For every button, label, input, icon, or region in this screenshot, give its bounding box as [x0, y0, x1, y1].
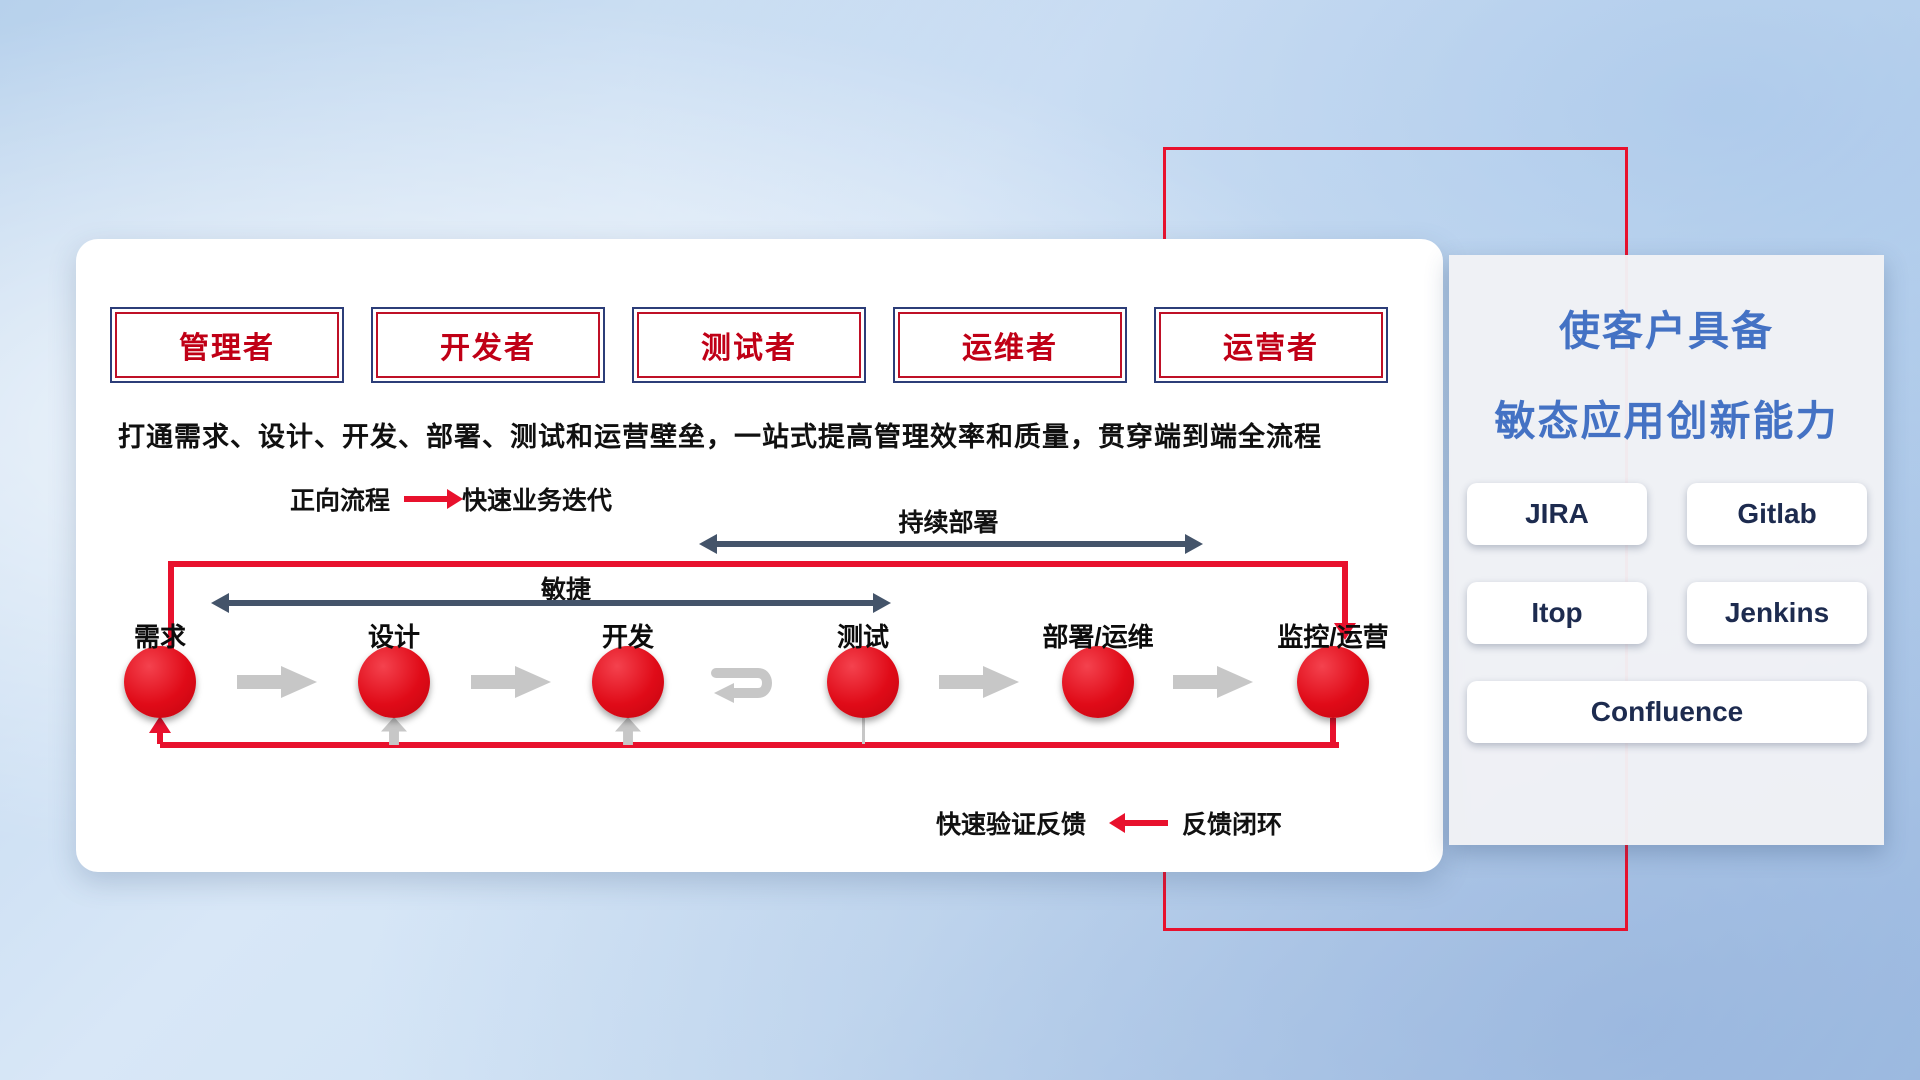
forward-flow-legend-desc: 快速业务迭代	[462, 487, 613, 515]
node-label-develop: 开发	[601, 622, 654, 652]
feedback-legend-desc: 快速验证反馈	[936, 811, 1087, 839]
node-circle-requirements	[124, 646, 196, 718]
test-feedback-line	[862, 718, 865, 744]
role-label: 测试者	[701, 332, 797, 365]
role-boxes-row: 管理者 开发者 测试者 运维者 运营者	[110, 307, 1388, 383]
role-label: 运营者	[1223, 332, 1319, 365]
feedback-loop-arrowhead-icon	[149, 716, 171, 733]
forward-flow-legend: 正向流程 快速业务迭代	[290, 481, 612, 517]
feedback-legend-label: 反馈闭环	[1182, 811, 1283, 839]
role-box-developer: 开发者	[371, 307, 605, 383]
role-box-operator: 运营者	[1154, 307, 1388, 383]
forward-loop-top-segment	[168, 561, 1348, 567]
role-label: 开发者	[440, 332, 536, 365]
feedback-loop-right-segment	[1330, 718, 1336, 744]
node-label-deploy-ops: 部署/运维	[1042, 622, 1154, 652]
flow-arrow-icon	[237, 666, 317, 698]
flow-arrow-icon	[939, 666, 1019, 698]
tool-chip-jenkins: Jenkins	[1687, 582, 1867, 644]
node-circle-design	[358, 646, 430, 718]
forward-loop-arrowhead-icon	[1334, 623, 1356, 640]
capability-panel: 使客户具备 敏态应用创新能力 JIRA Gitlab Itop Jenkins …	[1449, 255, 1884, 845]
role-box-tester: 测试者	[632, 307, 866, 383]
feedback-legend: 快速验证反馈 反馈闭环	[936, 805, 1282, 841]
role-box-ops: 运维者	[893, 307, 1127, 383]
continuous-deploy-label: 持续部署	[898, 509, 999, 537]
feedback-loop-left-stub	[157, 732, 163, 744]
feedback-loop-bottom-segment	[160, 742, 1339, 748]
tool-chip-itop: Itop	[1467, 582, 1647, 644]
flow-arrow-icon	[471, 666, 551, 698]
capability-title-line1: 使客户具备	[1559, 308, 1774, 354]
panel-subtitle: 打通需求、设计、开发、部署、测试和运营壁垒，一站式提高管理效率和质量，贯穿端到端…	[118, 422, 1322, 452]
agile-label: 敏捷	[540, 576, 591, 604]
forward-flow-legend-label: 正向流程	[290, 487, 391, 515]
node-label-requirements: 需求	[133, 622, 186, 652]
node-circle-test	[827, 646, 899, 718]
role-label: 运维者	[962, 332, 1058, 365]
node-label-test: 测试	[836, 622, 889, 652]
tool-chip-jira: JIRA	[1467, 483, 1647, 545]
forward-loop-right-segment	[1342, 561, 1348, 623]
role-label: 管理者	[179, 332, 275, 365]
red-right-arrow-icon	[404, 489, 464, 509]
devops-flow-panel: 管理者 开发者 测试者 运维者 运营者 打通需求、设计、开发、部署、测试和运营壁…	[76, 239, 1443, 872]
node-circle-develop	[592, 646, 664, 718]
role-box-manager: 管理者	[110, 307, 344, 383]
feedback-up-arrow-icon	[615, 717, 641, 745]
feedback-up-arrow-icon	[381, 717, 407, 745]
tool-chip-confluence: Confluence	[1467, 681, 1867, 743]
flow-arrow-icon	[1173, 666, 1253, 698]
node-label-monitor-operate: 监控/运营	[1277, 622, 1389, 652]
node-circle-deploy-ops	[1062, 646, 1134, 718]
continuous-deploy-double-arrow-icon	[699, 534, 1203, 554]
iteration-loop-icon	[711, 668, 772, 703]
node-circle-monitor-operate	[1297, 646, 1369, 718]
red-left-arrow-icon	[1109, 813, 1169, 833]
node-label-design: 设计	[367, 622, 420, 652]
agile-double-arrow-icon	[211, 593, 891, 613]
tool-chip-gitlab: Gitlab	[1687, 483, 1867, 545]
forward-loop-left-segment	[168, 561, 174, 649]
capability-title-line2: 敏态应用创新能力	[1494, 398, 1839, 444]
